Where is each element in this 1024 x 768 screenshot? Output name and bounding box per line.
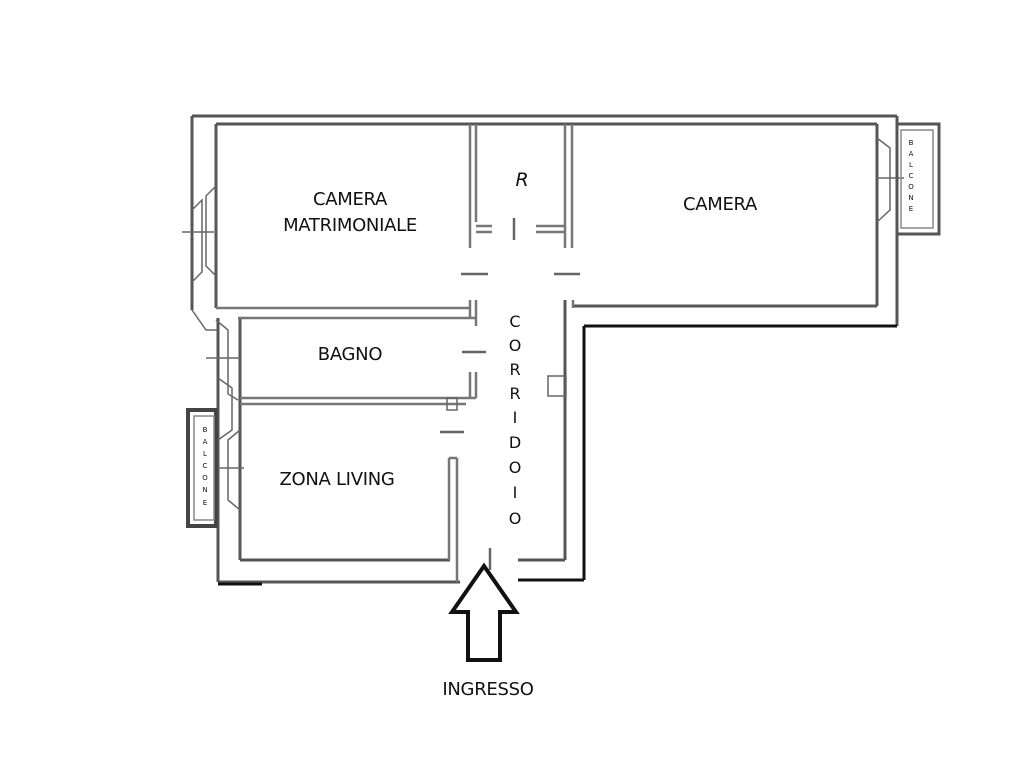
balcony-right [895, 122, 941, 236]
corridoio-letter: O [509, 458, 524, 477]
corridoio-letter: I [513, 483, 520, 502]
balcone-letter: A [203, 438, 208, 446]
balcone-letter: O [908, 183, 914, 191]
balcone-label-left: B A L C O N E [202, 426, 208, 507]
balcone-letter: E [203, 499, 207, 507]
door-marks [440, 218, 580, 570]
room-label-zona-living: ZONA LIVING [279, 469, 394, 490]
balcone-letter: L [909, 161, 913, 169]
balcone-letter: N [202, 486, 207, 494]
balcone-letter: C [203, 462, 208, 470]
room-label-camera: CAMERA [683, 194, 758, 215]
corridoio-letter: R [509, 384, 522, 403]
balcony-left [186, 408, 218, 528]
entrance-arrow [448, 562, 520, 662]
balcone-letter: B [909, 139, 914, 147]
entrance-label: INGRESSO [442, 679, 533, 700]
corridoio-letter: I [513, 408, 520, 427]
balcone-letter: O [202, 474, 208, 482]
inner-walls [216, 124, 575, 582]
outer-walls [190, 114, 899, 586]
balcone-letter: L [203, 450, 207, 458]
room-label-bagno: BAGNO [318, 344, 383, 365]
corridoio-letter: D [509, 433, 523, 452]
balcone-letter: E [909, 205, 913, 213]
room-label-ripostiglio: R [516, 169, 529, 191]
balcone-letter: C [909, 172, 914, 180]
corridoio-letter: O [509, 336, 524, 355]
windows [182, 137, 904, 511]
corridoio-letter: R [509, 360, 522, 379]
balcone-letter: A [909, 150, 914, 158]
room-label-camera-matrimoniale-line1: CAMERA [313, 189, 388, 210]
balcone-letter: N [908, 194, 913, 202]
room-label-corridoio: C O R R I D O I O [509, 312, 524, 528]
corridoio-letter: C [509, 312, 522, 331]
room-label-camera-matrimoniale-line2: MATRIMONIALE [283, 215, 417, 236]
corridoio-letter: O [509, 509, 524, 528]
balcone-label-right: B A L C O N E [908, 139, 914, 213]
balcone-letter: B [203, 426, 208, 434]
